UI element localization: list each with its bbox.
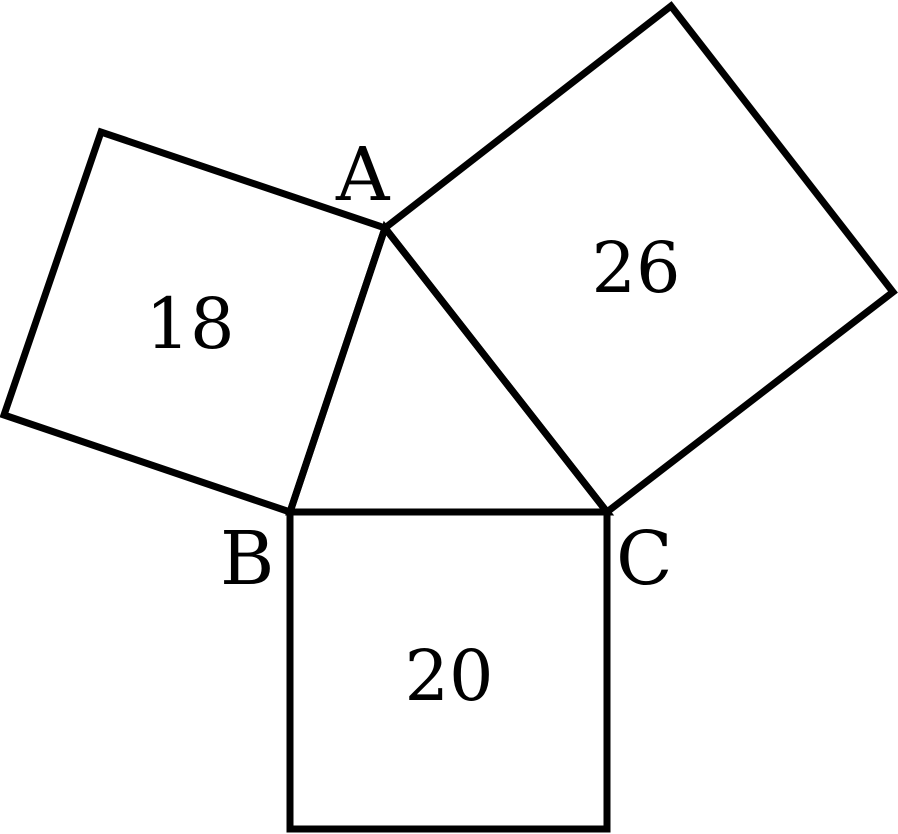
vertex-label-c: C	[616, 516, 673, 602]
vertex-label-b: B	[220, 516, 274, 602]
area-label-ab-square: 18	[145, 283, 234, 365]
triangle-abc	[285, 220, 615, 516]
area-label-bc-square: 20	[404, 635, 493, 717]
vertex-label-a: A	[335, 132, 391, 218]
area-label-ac-square: 26	[591, 227, 680, 309]
